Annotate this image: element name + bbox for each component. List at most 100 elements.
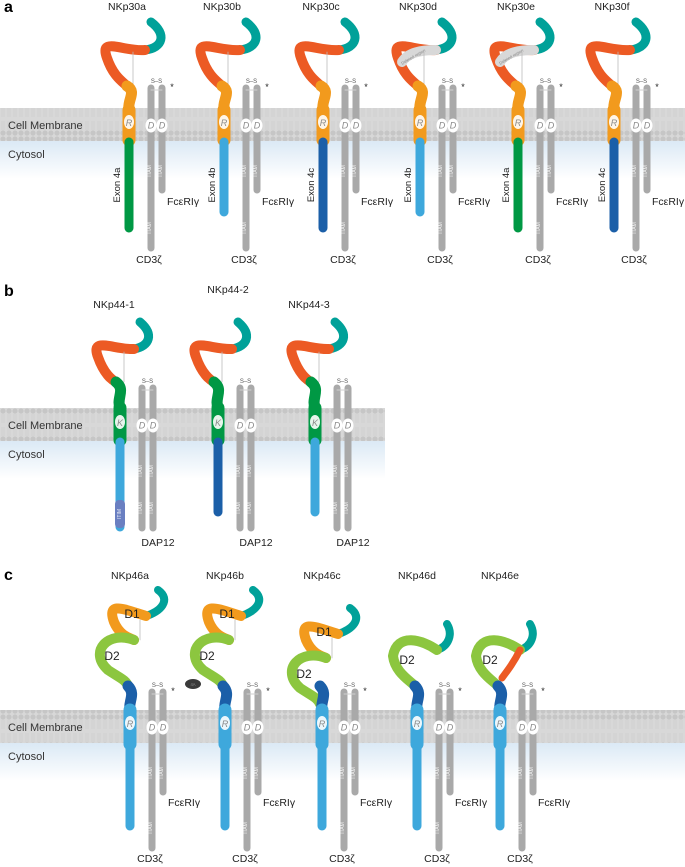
adaptor-label: FcεRIγ bbox=[538, 797, 571, 809]
disulfide-label: S–S bbox=[439, 683, 450, 689]
asterisk-marker: * bbox=[364, 82, 368, 92]
itam-label: ITAM bbox=[435, 767, 441, 779]
adaptor-residue-label: D bbox=[254, 121, 261, 131]
tm-residue-bubble bbox=[219, 115, 229, 129]
adaptor-residue-label: D bbox=[334, 421, 341, 431]
cytosol-region bbox=[0, 441, 385, 479]
tm-residue-label: R bbox=[417, 118, 424, 128]
d2-label: D2 bbox=[104, 649, 120, 663]
adaptor-residue-label: D bbox=[450, 121, 457, 131]
adaptor-residue-label: D bbox=[644, 121, 651, 131]
itam-label: ITAM bbox=[242, 222, 248, 234]
itam-label: ITAM bbox=[344, 502, 350, 514]
adaptor-label: CD3ζ bbox=[621, 254, 647, 266]
receptor-name: NKp30c bbox=[302, 1, 339, 13]
adaptor-label: DAP12 bbox=[239, 537, 272, 549]
adaptor-label: DAP12 bbox=[141, 537, 174, 549]
adaptor-residue-bubble bbox=[147, 418, 159, 433]
adaptor-label: FcεRIγ bbox=[262, 196, 295, 208]
adaptor-residue-label: D bbox=[341, 723, 348, 733]
adaptor-residue-label: D bbox=[439, 121, 446, 131]
disulfide-label: S–S bbox=[151, 79, 162, 85]
adaptor-label: CD3ζ bbox=[427, 254, 453, 266]
itam-label: ITAM bbox=[351, 767, 357, 779]
adaptor-label: CD3ζ bbox=[329, 853, 355, 865]
asterisk-marker: * bbox=[559, 82, 563, 92]
adaptor-residue-bubble bbox=[146, 720, 158, 735]
adaptor-label: CD3ζ bbox=[424, 853, 450, 865]
glycosylation-label: 4A bbox=[190, 682, 195, 687]
adaptor-residue-bubble bbox=[251, 118, 263, 133]
adaptor-residue-bubble bbox=[436, 118, 448, 133]
d1-label: D1 bbox=[316, 625, 332, 639]
ig-domain-loop bbox=[585, 41, 635, 91]
tm-residue-label: R bbox=[126, 118, 133, 128]
exon-label: Exon 4b bbox=[403, 168, 414, 203]
d2-label: D2 bbox=[482, 653, 498, 667]
itam-label: ITAM bbox=[438, 222, 444, 234]
adaptor-residue-label: D bbox=[537, 121, 544, 131]
adaptor-residue-label: D bbox=[237, 421, 244, 431]
deleted-region bbox=[397, 45, 441, 67]
itam-label: ITAM bbox=[243, 767, 249, 779]
itam-label: ITAM bbox=[149, 465, 155, 477]
itam-label: ITAM bbox=[243, 822, 249, 834]
itam-label: ITAM bbox=[158, 165, 164, 177]
adaptor-residue-label: D bbox=[447, 723, 454, 733]
d2-domain-loop bbox=[388, 635, 442, 691]
disulfide-label: S–S bbox=[540, 79, 551, 85]
adaptor-residue-label: D bbox=[255, 723, 262, 733]
asterisk-marker: * bbox=[265, 82, 269, 92]
adaptor-label: FcεRIγ bbox=[263, 797, 296, 809]
disulfide-label: S–S bbox=[344, 683, 355, 689]
itam-label: ITAM bbox=[242, 165, 248, 177]
receptor-name: NKp46d bbox=[398, 570, 436, 582]
deleted-region bbox=[495, 45, 539, 67]
adaptor-residue-label: D bbox=[345, 421, 352, 431]
adaptor-residue-bubble bbox=[534, 118, 546, 133]
adaptor-residue-bubble bbox=[136, 418, 148, 433]
adaptor-residue-bubble bbox=[252, 720, 264, 735]
disulfide-label: S–S bbox=[246, 79, 257, 85]
cell-membrane-label: Cell Membrane bbox=[8, 722, 83, 734]
adaptor-label: CD3ζ bbox=[330, 254, 356, 266]
adaptor-residue-label: D bbox=[149, 723, 156, 733]
panel-letter: b bbox=[4, 283, 14, 300]
itam-label: ITAM bbox=[247, 465, 253, 477]
adaptor-residue-bubble bbox=[240, 118, 252, 133]
ig-domain-loop bbox=[100, 41, 150, 91]
disulfide-label: S–S bbox=[522, 683, 533, 689]
adaptor-label: CD3ζ bbox=[137, 853, 163, 865]
receptor-name: NKp46b bbox=[206, 570, 244, 582]
itam-label: ITAM bbox=[340, 822, 346, 834]
adaptor-residue-bubble bbox=[241, 720, 253, 735]
adaptor-residue-bubble bbox=[145, 118, 157, 133]
adaptor-label: DAP12 bbox=[336, 537, 369, 549]
disulfide-label: S–S bbox=[247, 683, 258, 689]
linker-region bbox=[498, 646, 524, 682]
receptor-name: NKp46e bbox=[481, 570, 519, 582]
adaptor-label: FcεRIγ bbox=[361, 196, 394, 208]
tm-residue-bubble bbox=[317, 716, 327, 730]
itam-label: ITAM bbox=[333, 502, 339, 514]
disulfide-label: S–S bbox=[240, 379, 251, 385]
adaptor-residue-bubble bbox=[641, 118, 653, 133]
asterisk-marker: * bbox=[458, 686, 462, 696]
adaptor-residue-label: D bbox=[159, 121, 166, 131]
asterisk-marker: * bbox=[170, 82, 174, 92]
itam-label: ITAM bbox=[352, 165, 358, 177]
receptor-name: NKp44-2 bbox=[207, 284, 249, 296]
itam-label: ITAM bbox=[449, 165, 455, 177]
d2-label: D2 bbox=[399, 653, 415, 667]
adaptor-residue-label: D bbox=[248, 421, 255, 431]
adaptor-label: FcεRIγ bbox=[458, 196, 491, 208]
